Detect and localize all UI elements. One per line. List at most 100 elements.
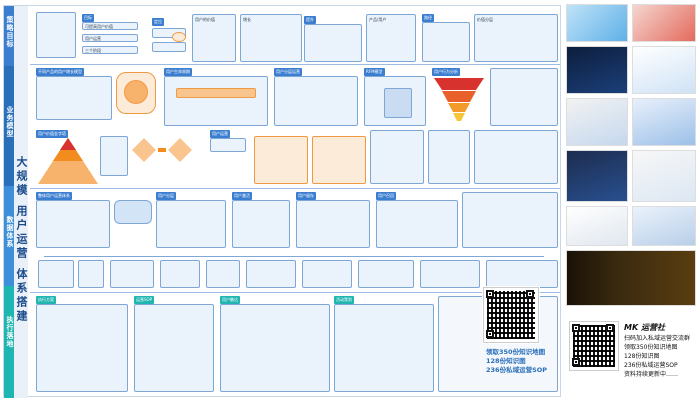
exec-panel-3 [220,304,330,392]
ops-list-1 [254,136,308,184]
top-group-4: 产品/用户 [366,14,416,62]
model-header-1: 不同产品的用户增长模型 [36,68,84,76]
exec-header-1: 执行方案 [36,296,56,304]
exec-panel-1 [36,304,128,392]
promo-line-2: 领取350份知识地图 [624,344,678,351]
ops-list-2 [312,136,366,184]
top-node-3: 三个阶段 [82,46,138,54]
thumbnail-10[interactable] [632,206,696,246]
promo-logo: MK 运营社 [624,323,665,332]
qr-code-promo[interactable] [568,320,620,372]
top-box-1 [36,12,76,58]
funnel-graphic [434,78,484,121]
thumbnail-1[interactable] [566,4,628,42]
tree-node-8 [358,260,414,288]
top-node-4 [152,28,186,38]
exec-panel-2 [134,304,214,392]
section-label-execution: 执行落地 [6,316,14,348]
promo-line-1: 扫码加入私域运营交流群 [624,335,691,342]
tree-node-5 [206,260,240,288]
promo-line-4: 236份私域运营SOP [624,362,678,369]
tree-line [44,256,544,257]
model-header-3: 用户分层运营 [274,68,302,76]
top-circle-1 [172,32,186,42]
model-header-2: 用户生命周期 [164,68,192,76]
model-header-4: RFM模型 [364,68,385,76]
flow-panel-5 [376,200,458,248]
diamond-flow [132,138,192,162]
section-label-data: 数据体系 [6,216,14,248]
section-label-strategy: 策略目标 [6,16,14,48]
flow-header-4: 用户留存 [296,192,316,200]
flow-panel-1 [36,200,110,248]
qr-callout-line2: 128份知识图 [486,357,526,365]
qr-code-poster[interactable] [482,286,540,344]
diagram-poster: 策略目标 业务模型 数据体系 执行落地 大规模 用户运营 体系搭建 目标 可提高… [3,5,561,398]
flow-panel-2 [156,200,226,248]
tree-node-10 [486,260,558,288]
flow-header-1: 整体用户运营体系 [36,192,72,200]
tree-node-2 [78,260,104,288]
thumbnail-5[interactable] [566,98,628,146]
poster-title: 大规模 用户运营 体系搭建 [15,156,28,324]
ops-node-1 [210,138,246,152]
top-tag-4: 路径 [422,14,434,22]
pyramid-graphic [38,138,98,184]
ops-panel-4 [428,130,470,184]
pyramid-notes [100,136,128,176]
top-group-5 [422,22,470,62]
top-group-2: 增长 [240,14,302,62]
flow-header-2: 用户分层 [156,192,176,200]
model-panel-2 [164,76,268,126]
tree-node-6 [246,260,296,288]
pyramid-header: 用户价值金字塔 [36,130,68,138]
thumbnail-7[interactable] [566,150,628,202]
top-tag-1: 目标 [82,14,94,22]
tree-node-1 [38,260,74,288]
left-band: 策略目标 业务模型 数据体系 执行落地 大规模 用户运营 体系搭建 [4,6,30,398]
lifecycle-bar [176,88,256,98]
rfm-cube [384,88,412,118]
tree-node-7 [302,260,352,288]
section-label-model: 业务模型 [6,106,14,138]
divider-2 [30,188,560,189]
tree-node-3 [110,260,154,288]
ops-header: 用户运营 [210,130,230,138]
exec-header-3: 用户触达 [220,296,240,304]
qr-callout-line1: 领取350份知识地图 [486,348,546,356]
tree-node-9 [420,260,480,288]
model-panel-3 [274,76,358,126]
top-tag-3: 提升 [304,16,316,24]
flow-panel-6 [462,192,558,248]
thumbnail-6[interactable] [632,98,696,146]
thumbnail-2[interactable] [632,4,696,42]
thumbnail-11[interactable] [566,250,696,306]
flow-panel-3 [232,200,290,248]
thumbnail-4[interactable] [632,46,696,94]
flow-header-5: 用户召回 [376,192,396,200]
ops-panel-5 [474,130,558,184]
thumbnail-3[interactable] [566,46,628,94]
top-tag-2: 定位 [152,18,164,26]
qr-callout: 领取350份知识地图 128份知识图 236份私域运营SOP [486,348,547,375]
promo-line-5: 资料持续更新中…… [624,371,679,378]
ops-panel-3 [370,130,424,184]
model-panel-1 [36,76,112,120]
model-cycle-core [124,80,148,104]
tree-node-4 [160,260,200,288]
top-node-2: 用户运营 [82,34,138,42]
top-group-6: 价值分层 [474,14,558,62]
thumbnail-strip [566,4,698,308]
exec-panel-4 [334,304,434,392]
top-node-5 [152,42,186,52]
thumbnail-9[interactable] [566,206,628,246]
flow-node-1 [114,200,152,224]
thumbnail-8[interactable] [632,150,696,202]
flow-header-3: 用户激活 [232,192,252,200]
promo-text: 扫码加入私域运营交流群 领取350份知识地图 128份知识图 236份私域运营S… [624,334,690,379]
top-group-1: 用户的价值 [192,14,236,62]
promo-line-3: 128份知识图 [624,353,660,360]
model-panel-6 [490,68,558,126]
divider-1 [30,64,560,65]
top-node-1: 可提高用户价值 [82,22,138,30]
